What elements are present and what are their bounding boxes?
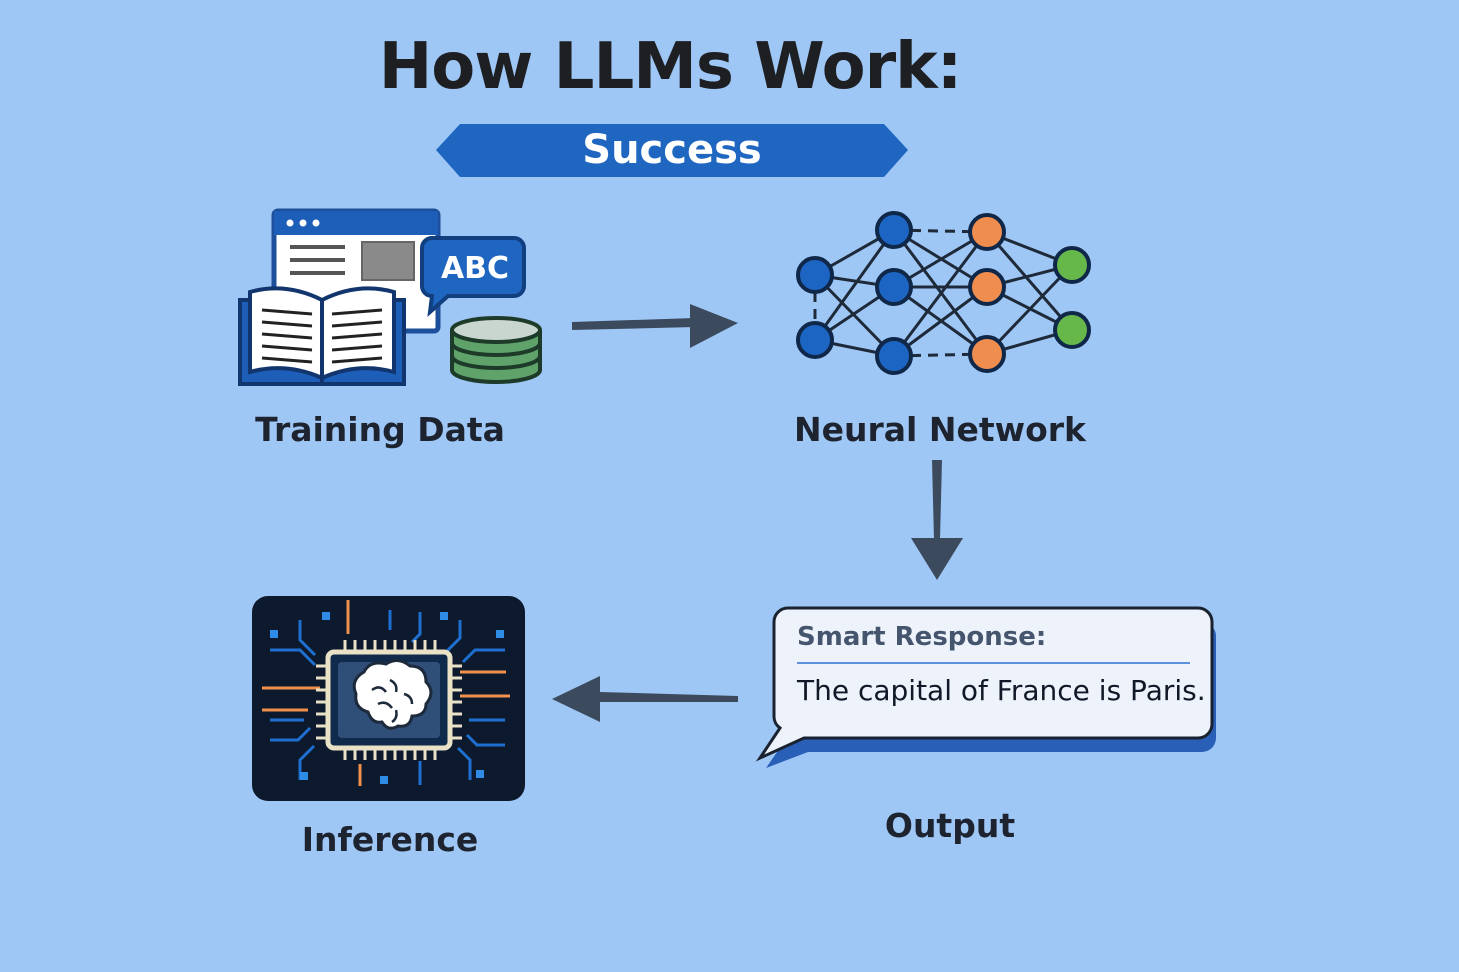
arrow-network-to-output: [911, 460, 963, 580]
arrow-output-to-inference: [552, 676, 738, 722]
arrow-training-to-network: [572, 304, 738, 348]
label-training-data: Training Data: [255, 410, 505, 449]
response-bubble: [755, 606, 1216, 768]
page-title: How LLMs Work:: [378, 30, 963, 104]
banner-label: Success: [582, 127, 762, 173]
neural-network-icon: [796, 211, 1091, 375]
response-heading: Smart Response:: [797, 622, 1047, 652]
label-inference: Inference: [301, 820, 479, 859]
label-neural-network: Neural Network: [794, 410, 1086, 449]
label-output: Output: [884, 806, 1016, 845]
brain-icon: [352, 659, 433, 730]
training-data-icon: [238, 208, 542, 386]
inference-chip-icon: [252, 596, 525, 801]
success-banner: [436, 124, 908, 177]
response-text: The capital of France is Paris.: [797, 674, 1206, 707]
